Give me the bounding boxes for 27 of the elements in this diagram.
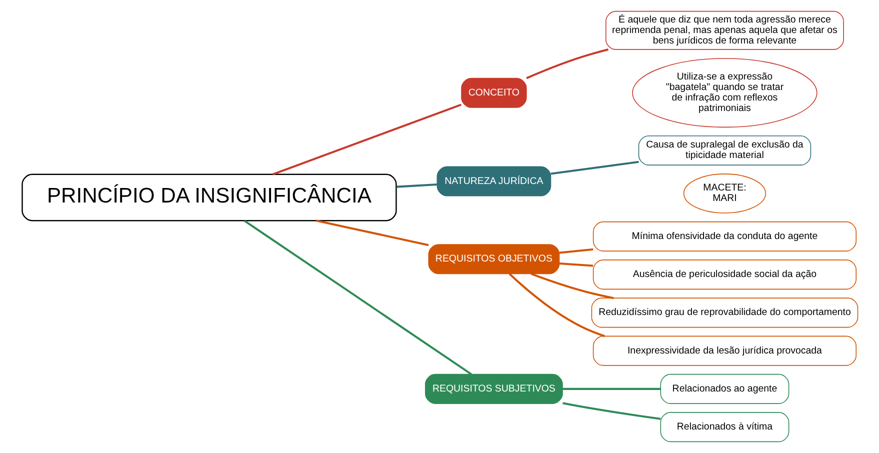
node-box: CONCEITO [460,78,526,108]
node-box: Inexpressividade da lesão jurídica provocada [592,336,856,366]
node-box: Relacionados ao agente [660,374,789,404]
connector [558,262,593,267]
node-ellipse: MACETE: MARI [682,174,766,214]
node-box: Relacionados à vítima [660,412,789,442]
node-box: REQUISITOS SUBJETIVOS [424,374,562,404]
node-box: Mínima ofensividade da conduta do agente [592,221,856,252]
connector [316,220,428,246]
connector [526,48,608,80]
node-box: É aquele que diz que nem toda agressão merece reprimenda penal, mas apenas aquela que afetar os bens jurídicos de forma relevante [604,10,844,50]
node-box: PRINCÍPIO DA INSIGNIFICÂNCIA [21,174,396,222]
connector [508,273,604,338]
node-box: REQUISITOS OBJETIVOS [428,244,560,274]
node-box: Causa de supralegal de exclusão da tipicidade material [638,135,811,166]
connector [243,220,472,376]
connector [272,104,462,176]
node-box: Ausência de periculosidade social da ação [592,260,856,290]
connector [558,248,593,254]
connector [550,160,638,175]
node-ellipse: Utiliza-se a expressão "bagatela" quando se tratar de infração com reflexos patrimoniais [632,58,817,128]
node-box: Reduzidíssimo grau de reprovabilidade do comportamento [590,298,858,328]
connector [396,183,436,188]
node-box: NATUREZA JURÍDICA [436,166,551,196]
connector [530,272,614,300]
connector [562,402,660,420]
connector [562,388,660,390]
